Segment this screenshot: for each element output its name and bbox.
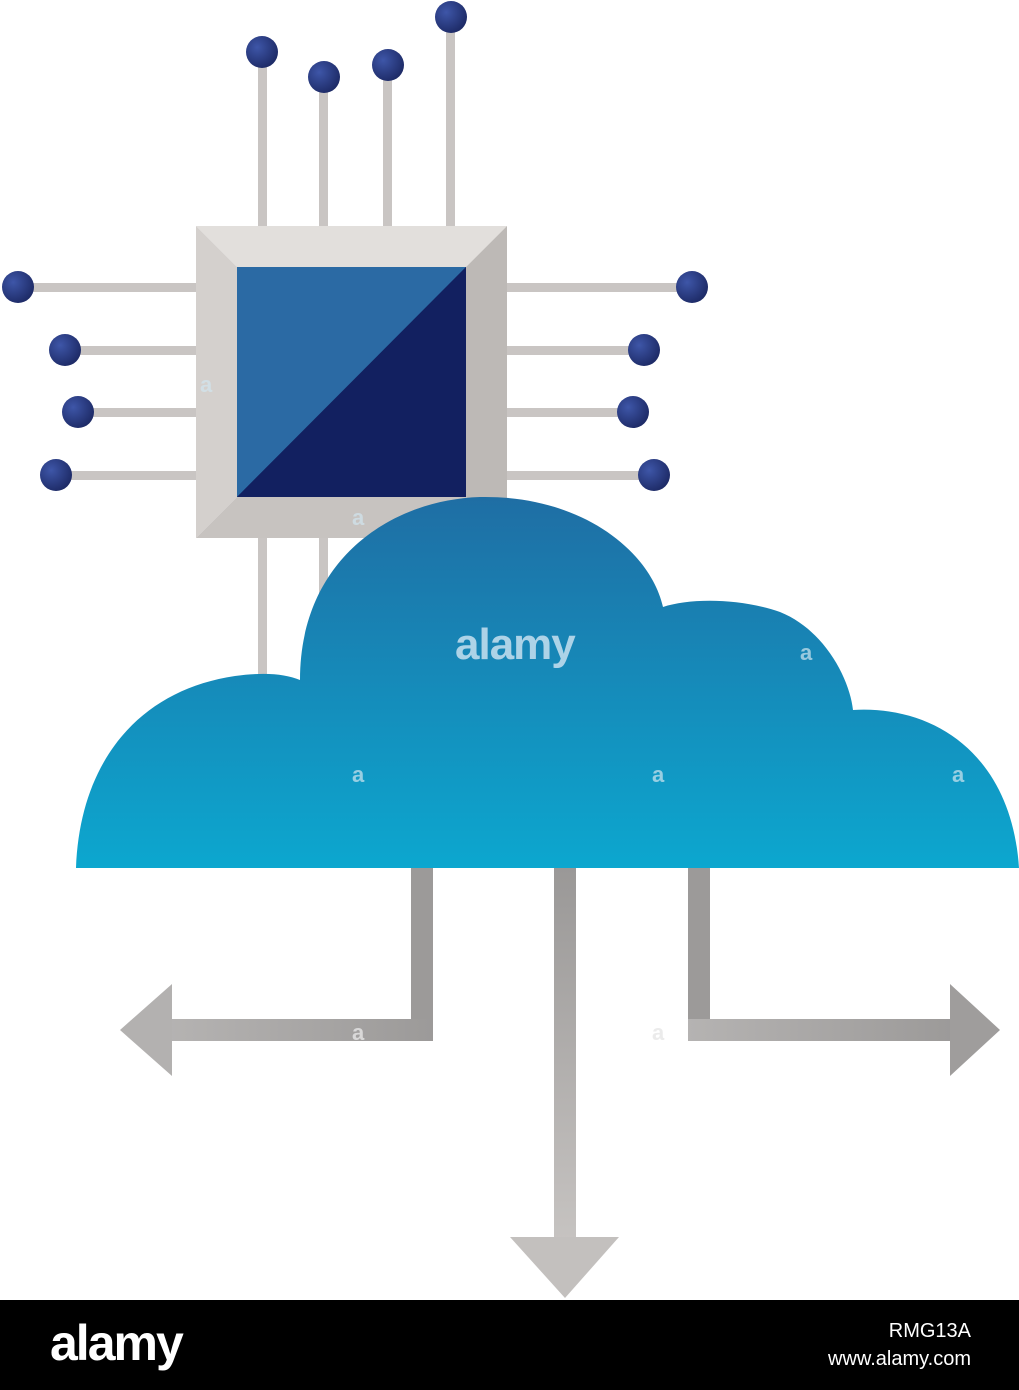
cloud-computing-illustration: [2, 1, 1019, 1298]
watermark-mark: a: [652, 1020, 665, 1045]
footer-url: www.alamy.com: [828, 1348, 971, 1370]
footer-bar: alamy RMG13A www.alamy.com: [0, 1300, 1019, 1390]
watermark-center: alamy: [455, 620, 576, 669]
alamy-logo: alamy: [50, 1315, 184, 1371]
arrow-right-icon: [688, 868, 1000, 1076]
arrow-down-icon: [510, 868, 619, 1298]
cpu-chip-icon: [196, 226, 507, 538]
arrow-left-icon: [120, 868, 433, 1076]
watermark-mark: a: [952, 762, 965, 787]
image-id: RMG13A: [888, 1320, 971, 1342]
watermark-mark: a: [352, 505, 365, 530]
cloud-icon: [76, 496, 1019, 868]
chip-traces: [20, 20, 690, 675]
chip-nodes: [2, 1, 708, 491]
watermark-mark: a: [352, 1020, 365, 1045]
watermark-mark: a: [800, 640, 813, 665]
watermark-mark: a: [200, 372, 213, 397]
watermark-mark: a: [652, 762, 665, 787]
watermark-mark: a: [352, 762, 365, 787]
